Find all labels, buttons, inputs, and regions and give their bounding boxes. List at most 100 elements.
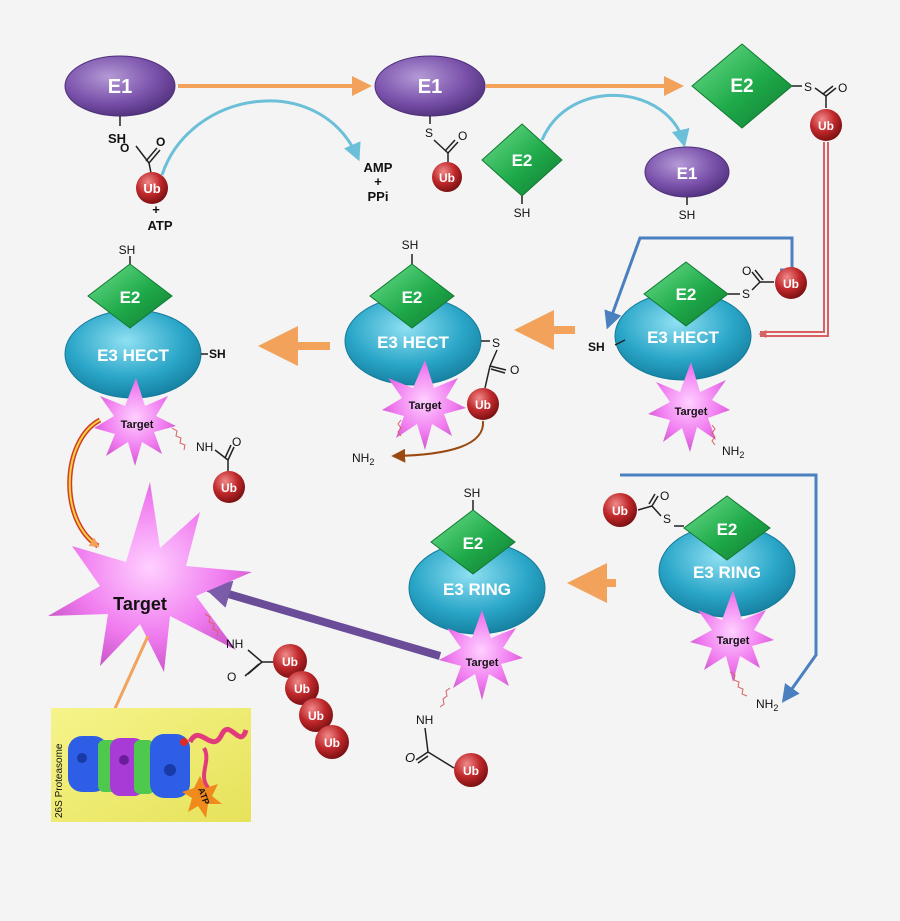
sh-group: SH (108, 131, 126, 146)
e2-enzyme: E2 (369, 263, 455, 329)
oxygen-label: O (405, 750, 415, 765)
nh-group: NH (416, 713, 433, 727)
oxygen-label: O (838, 81, 847, 95)
ub-label: Ub (475, 398, 491, 412)
atp-label: ATP (147, 218, 172, 233)
ubiquitin: Ub (273, 644, 307, 678)
sulfur-label: S (492, 336, 500, 350)
e3-hect-label: E3 HECT (377, 333, 449, 352)
ubiquitin: Ub (136, 172, 168, 204)
oxygen-label: O (120, 141, 129, 155)
ubiquitin: Ub (810, 109, 842, 141)
arrow-e2-to-hect (758, 142, 827, 338)
ubiquitin: Ub (299, 698, 333, 732)
sh-group: SH (679, 208, 696, 222)
oxygen-label: O (458, 129, 467, 143)
e2-label: E2 (463, 534, 484, 553)
sh-group: SH (119, 243, 136, 257)
oxygen-label: O (510, 363, 519, 377)
sulfur-label: S (425, 126, 433, 140)
e2-enzyme: E2 (481, 123, 563, 197)
e2-label: E2 (402, 288, 423, 307)
target-protein: Target (94, 378, 176, 466)
proteasome-label: 26S Proteasome (54, 743, 65, 818)
e3-hect-label: E3 HECT (647, 328, 719, 347)
e1-label: E1 (108, 76, 132, 98)
ub-label: Ub (324, 736, 340, 750)
sh-group: SH (209, 347, 226, 361)
target-label: Target (717, 635, 750, 647)
target-label: Target (409, 400, 442, 412)
sulfur-label: S (742, 287, 750, 301)
ub-label: Ub (463, 764, 479, 778)
nh-group: NH (196, 440, 213, 454)
plus-sign: + (152, 202, 160, 217)
e1-enzyme: E1 (64, 55, 176, 117)
ub-label: Ub (221, 481, 237, 495)
e2-enzyme: E2 (430, 509, 516, 575)
e3-hect-ligase: E3 HECT (344, 296, 482, 386)
e2-enzyme: E2 (87, 263, 173, 329)
e3-ring-ligase: E3 RING (408, 541, 546, 635)
ppi-label: PPi (368, 189, 389, 204)
sulfur-label: S (804, 80, 812, 94)
arrow-e2-release-e1 (540, 94, 690, 148)
ubiquitin: Ub (285, 671, 319, 705)
target-label: Target (121, 419, 154, 431)
e2-enzyme: E2 (691, 43, 793, 129)
ub-label: Ub (282, 655, 298, 669)
e1-label: E1 (677, 164, 698, 183)
ub-label: Ub (612, 504, 628, 518)
target-protein: Target (382, 360, 466, 450)
e2-label: E2 (730, 76, 753, 97)
e1-enzyme: E1 (644, 146, 730, 198)
oxygen-label: O (227, 670, 236, 684)
target-protein: Target (439, 610, 523, 700)
ubiquitin: Ub (432, 162, 462, 192)
ubiquitin: Ub (603, 493, 637, 527)
target-label: Target (113, 594, 167, 614)
arrow-hect-to-target (68, 419, 101, 548)
amp-label: AMP (364, 160, 393, 175)
ub-label: Ub (308, 709, 324, 723)
oxygen-label: O (660, 489, 669, 503)
target-label: Target (675, 406, 708, 418)
sh-group: SH (464, 486, 481, 500)
proteasome-26s: 26S Proteasome ATP (51, 708, 251, 822)
e3-ring-ligase: E3 RING (658, 524, 796, 618)
e2-label: E2 (120, 288, 141, 307)
ubiquitin: Ub (213, 471, 245, 503)
target-label: Target (466, 657, 499, 669)
sh-group: SH (402, 238, 419, 252)
proteasome-core (68, 726, 249, 818)
e3-hect-label: E3 HECT (97, 346, 169, 365)
oxygen-label: O (156, 135, 165, 149)
amine-label: NH2 (722, 444, 744, 460)
e3-ring-label: E3 RING (693, 563, 761, 582)
ub-label: Ub (783, 277, 799, 291)
ub-label: Ub (818, 119, 834, 133)
nh-group: NH (226, 637, 243, 651)
arrow-ub-to-target-amine (391, 420, 485, 463)
arrow-ub-transfer-ring (620, 473, 818, 703)
amine-label: NH2 (352, 451, 374, 467)
ub-label: Ub (143, 181, 160, 196)
e2-label: E2 (717, 520, 738, 539)
sh-group: SH (588, 340, 605, 354)
oxygen-label: O (742, 264, 751, 278)
e2-enzyme: E2 (643, 261, 729, 327)
e3-ring-label: E3 RING (443, 580, 511, 599)
e3-hect-ligase: E3 HECT (614, 291, 752, 381)
amine-label: NH2 (756, 697, 778, 713)
target-protein: Target (648, 362, 730, 452)
arrow-ring-to-target (202, 580, 442, 660)
oxygen-label: O (232, 435, 241, 449)
target-protein: Target (690, 590, 774, 682)
e1-enzyme: E1 (374, 55, 486, 117)
ubiquitin: Ub (315, 725, 349, 759)
ubiquitin: Ub (467, 388, 499, 420)
ub-label: Ub (439, 171, 455, 185)
e2-enzyme: E2 (683, 495, 771, 561)
arrow-atp-to-amp (160, 99, 361, 176)
